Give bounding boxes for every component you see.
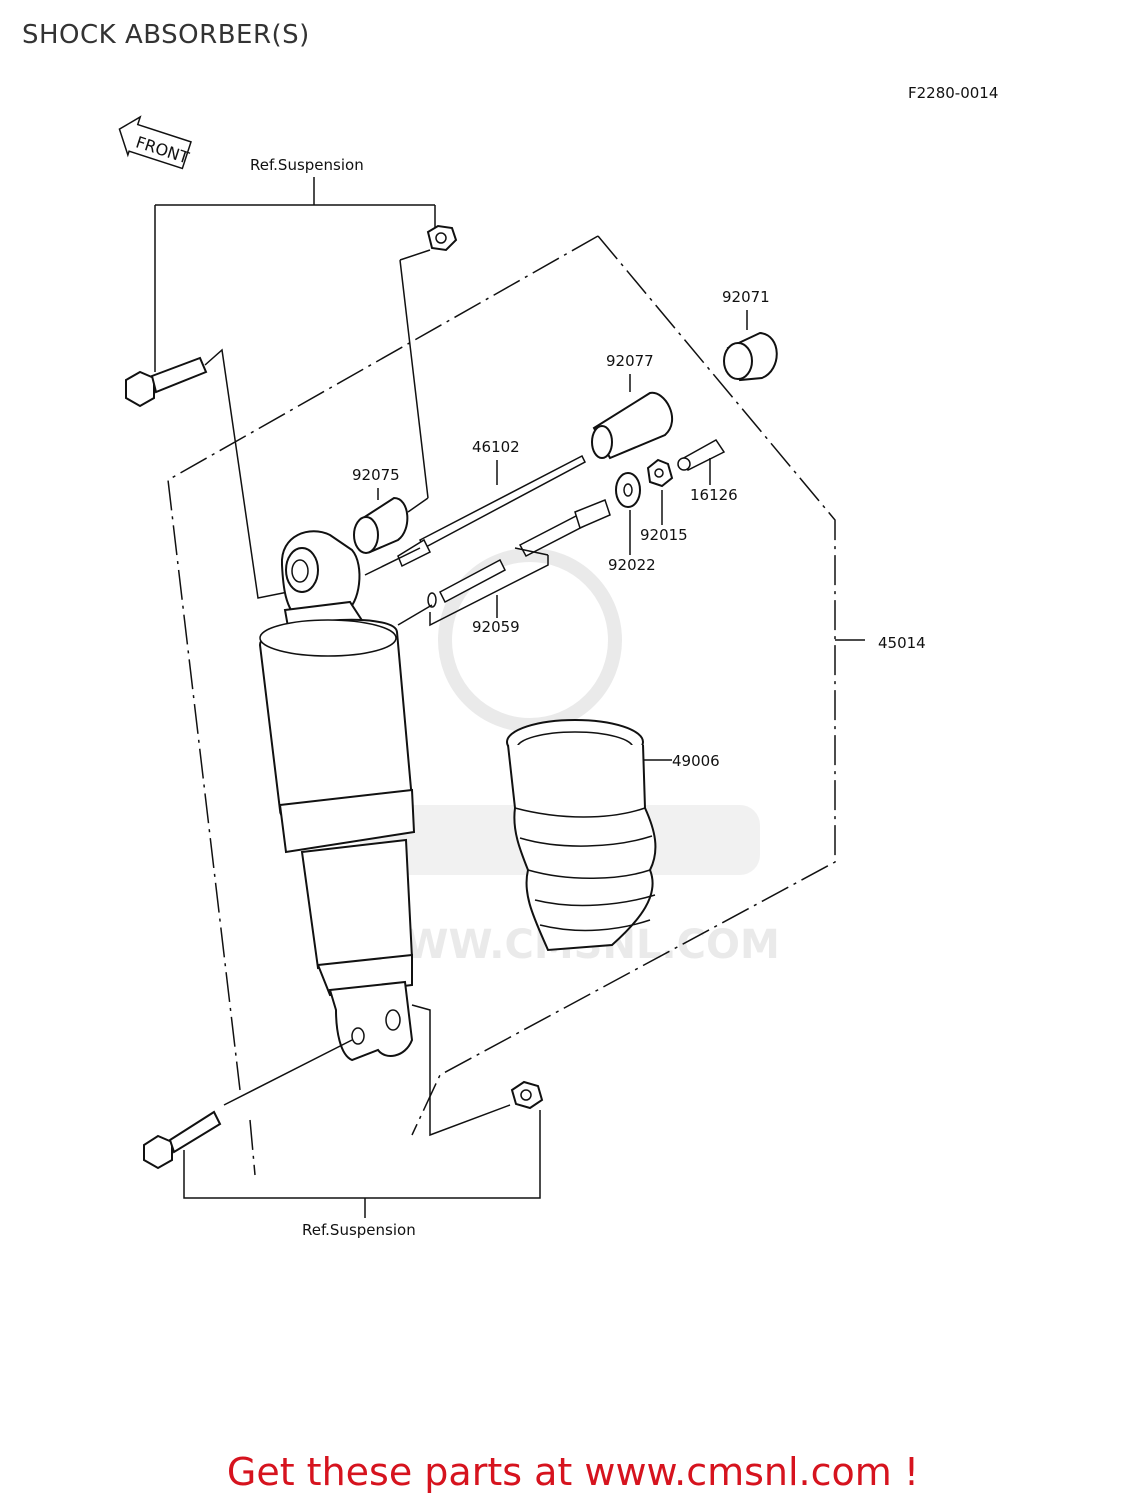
label-92077: 92077: [606, 352, 654, 370]
label-92075: 92075: [352, 466, 400, 484]
bolt-top-icon: [125, 356, 208, 408]
label-92022: 92022: [608, 556, 656, 574]
washer-92022-icon: [615, 472, 641, 508]
front-arrow-icon: FRONT: [118, 115, 192, 170]
rod-46102-icon: [397, 454, 586, 568]
label-92059: 92059: [472, 618, 520, 636]
label-92071: 92071: [722, 288, 770, 306]
grommet-92071-icon: [723, 331, 778, 382]
label-46102: 46102: [472, 438, 520, 456]
parts-diagram: WWW.CMSNL.COM F2280-0014 FRONT Ref.Suspe…: [118, 84, 998, 1239]
bolt-92059-icon: [427, 499, 611, 608]
label-16126: 16126: [690, 486, 738, 504]
nut-bottom-icon: [510, 1080, 544, 1110]
footer-link-text[interactable]: Get these parts at www.cmsnl.com !: [226, 1450, 920, 1494]
label-92015: 92015: [640, 526, 688, 544]
shock-body: [258, 618, 416, 1062]
nut-92015-icon: [646, 458, 674, 488]
ref-suspension-bottom: Ref.Suspension: [302, 1221, 416, 1239]
collar-92077-icon: [591, 391, 673, 460]
boot-49006-icon: [506, 719, 657, 952]
ref-suspension-top: Ref.Suspension: [250, 156, 364, 174]
label-45014: 45014: [878, 634, 926, 652]
nut-top-icon: [426, 224, 458, 252]
page-title: SHOCK ABSORBER(S): [22, 20, 310, 50]
figure-code: F2280-0014: [908, 84, 998, 102]
bolt-bottom-icon: [143, 1110, 222, 1170]
label-49006: 49006: [672, 752, 720, 770]
bushing-92075-icon: [353, 496, 409, 554]
fitting-16126-icon: [677, 439, 726, 471]
